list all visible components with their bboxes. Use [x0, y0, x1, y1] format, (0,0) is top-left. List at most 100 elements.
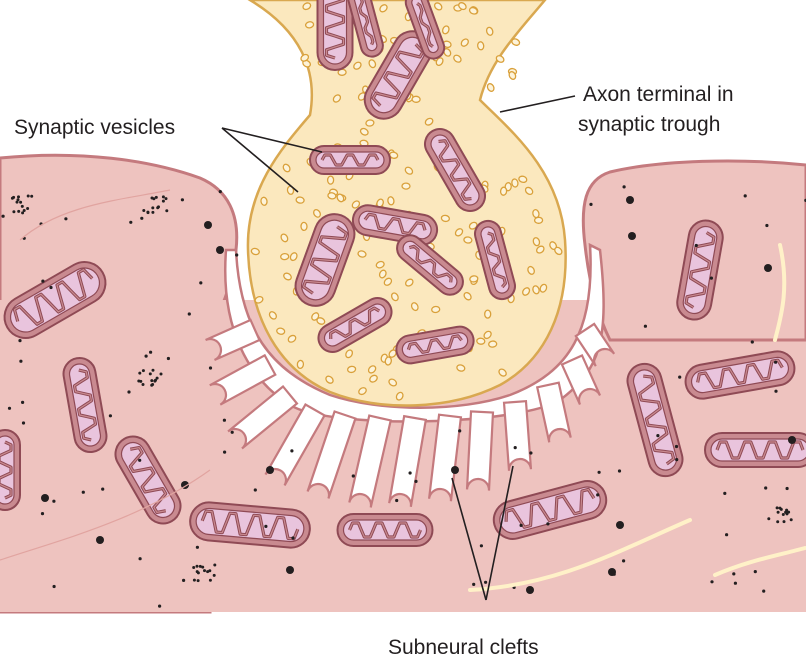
clefts-leader-1 — [451, 477, 487, 601]
synaptic-vesicle — [499, 186, 508, 196]
synaptic-vesicle — [327, 192, 337, 200]
mitochondrion — [316, 0, 354, 71]
junctional-fold — [348, 414, 393, 508]
granule — [781, 513, 785, 516]
granule — [141, 369, 145, 373]
synaptic-vesicle — [282, 163, 291, 173]
synaptic-vesicle — [295, 196, 305, 204]
junctional-fold — [502, 400, 533, 471]
mitochondrion — [346, 0, 384, 58]
granule — [16, 198, 20, 202]
synaptic-vesicle — [511, 38, 521, 46]
junctional-fold — [209, 353, 277, 406]
junctional-fold — [388, 414, 428, 508]
mitochondrion — [424, 128, 486, 212]
synaptic-vesicle — [527, 265, 535, 275]
granule — [764, 486, 768, 490]
mitochondrion — [684, 350, 796, 400]
granule — [235, 253, 239, 257]
granule — [253, 488, 257, 492]
synaptic-vesicle — [532, 285, 540, 295]
mitochondrion — [317, 297, 393, 353]
granule — [616, 521, 624, 529]
granule — [166, 356, 170, 361]
synaptic-vesicle — [353, 61, 362, 70]
collagen-fiber-3 — [773, 243, 787, 342]
synaptic-vesicle — [346, 365, 357, 374]
mitochondrion — [395, 325, 475, 365]
synaptic-vesicle — [401, 182, 411, 190]
synaptic-vesicle — [535, 245, 545, 254]
synaptic-vesicle — [410, 302, 419, 312]
synaptic-vesicle — [469, 275, 479, 283]
granule — [149, 350, 153, 354]
mitochondrion — [351, 204, 439, 246]
synaptic-vesicle — [280, 252, 290, 261]
granule — [264, 524, 268, 529]
mitochondrion — [363, 30, 433, 120]
granule — [764, 264, 772, 272]
subneural-clefts-label: Subneural clefts — [388, 636, 539, 659]
synaptic-vesicle — [268, 311, 277, 320]
granule — [626, 196, 634, 204]
granule — [127, 390, 131, 394]
synaptic-vesicle — [287, 334, 297, 343]
granule — [195, 570, 199, 574]
granule — [12, 210, 16, 214]
mitochondrion — [309, 145, 391, 175]
granule — [153, 379, 157, 383]
synaptic-vesicle — [518, 175, 528, 184]
synaptic-vesicle — [522, 287, 531, 296]
junctional-fold — [227, 384, 299, 450]
synaptic-vesicle — [485, 26, 494, 36]
synaptic-vesicle — [435, 57, 444, 66]
granule — [208, 366, 213, 370]
granule — [21, 421, 26, 425]
granule — [656, 434, 660, 438]
synaptic-vesicle — [468, 221, 478, 230]
granule — [138, 458, 142, 462]
granule — [776, 520, 780, 524]
mitochondrion — [396, 234, 464, 296]
synaptic-vesicle — [539, 283, 548, 293]
granule — [451, 466, 459, 474]
granule — [767, 517, 771, 521]
granule — [789, 518, 793, 522]
granule — [17, 209, 21, 213]
synaptic-vesicle — [375, 260, 385, 269]
synaptic-vesicle — [336, 193, 345, 203]
granule — [21, 400, 25, 404]
synaptic-vesicle — [369, 374, 378, 383]
granule — [204, 221, 212, 229]
granule — [156, 206, 160, 210]
granule — [750, 340, 754, 344]
granule — [612, 572, 616, 576]
synaptic-vesicle — [458, 2, 467, 11]
synaptic-vesicle — [283, 272, 292, 281]
vesicles-leader-1 — [221, 127, 323, 153]
granule — [628, 232, 636, 240]
mitochondria-group — [0, 0, 806, 549]
synaptic-vesicle — [484, 309, 492, 319]
granule — [148, 372, 152, 376]
junctional-fold — [205, 318, 261, 362]
junctional-fold — [465, 410, 495, 491]
granule — [64, 217, 68, 221]
synaptic-vesicle — [468, 6, 478, 15]
granule — [195, 545, 199, 549]
granule — [753, 570, 757, 574]
synaptic-vesicle — [440, 214, 451, 223]
granule — [674, 444, 679, 449]
junctional-fold — [535, 381, 572, 443]
synaptic-vesicle — [313, 209, 321, 218]
granule — [408, 471, 412, 475]
granule — [161, 195, 165, 199]
synaptic-vesicle — [359, 127, 369, 136]
granule — [158, 604, 162, 608]
mitochondrion — [336, 513, 434, 547]
synaptic-vesicle — [456, 364, 466, 372]
synaptic-vesicle — [533, 216, 544, 224]
granule — [152, 197, 156, 201]
synaptic-vesicle — [387, 196, 395, 206]
